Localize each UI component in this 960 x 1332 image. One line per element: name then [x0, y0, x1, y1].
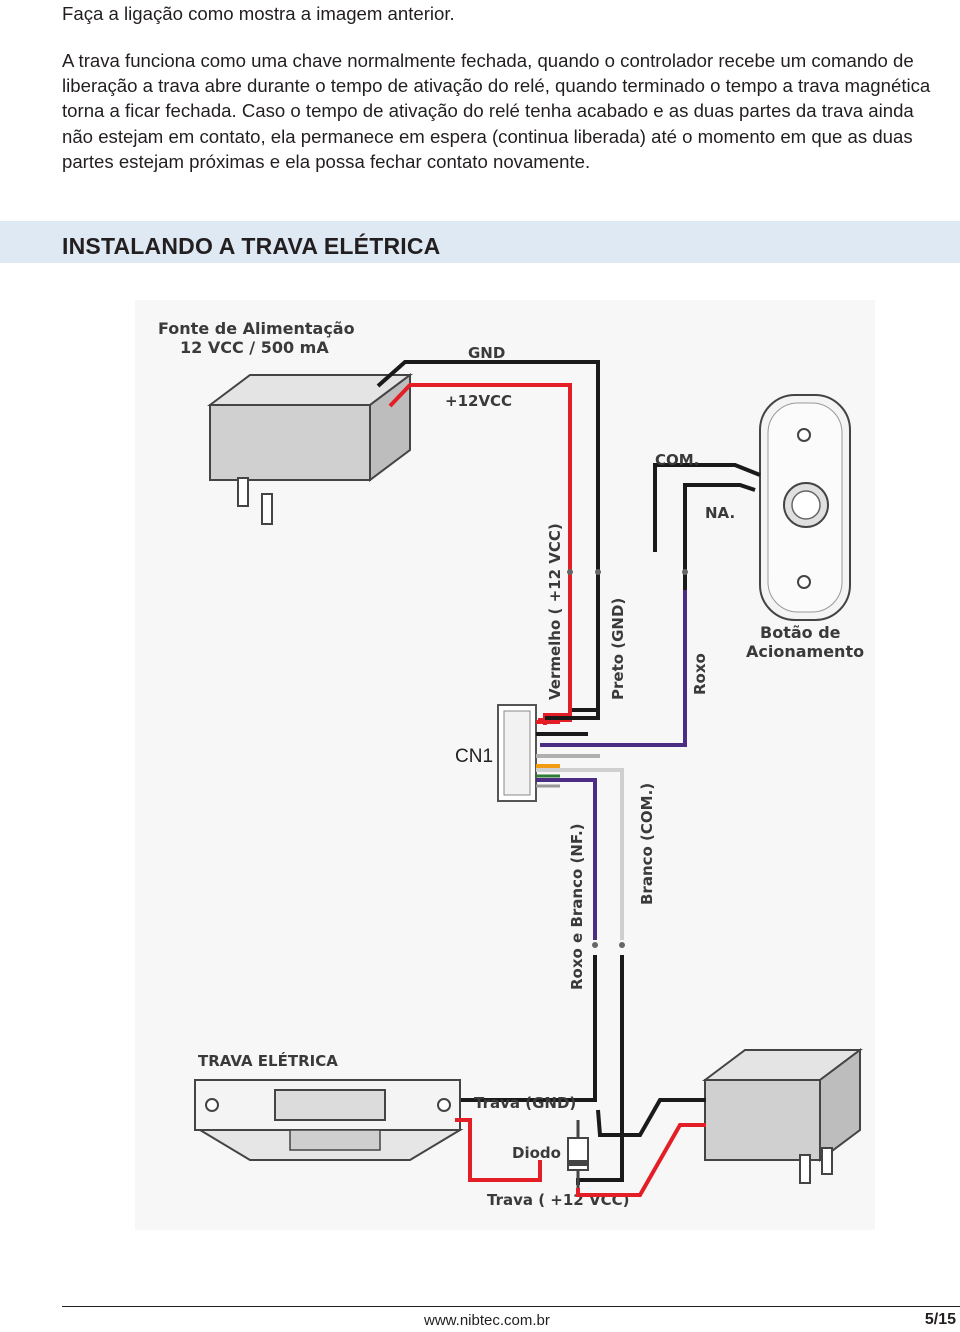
intro-paragraph: Faça a ligação como mostra a imagem ante… [62, 3, 455, 24]
button-label: Botão de [760, 623, 841, 642]
screw-icon [797, 428, 811, 442]
button-com-wire [653, 463, 761, 590]
section-title: INSTALANDO A TRAVA ELÉTRICA [62, 233, 441, 259]
white-label: Branco (COM.) [638, 783, 656, 905]
button-label-2: Acionamento [746, 642, 864, 661]
splice-dot [682, 569, 688, 575]
black-wire [545, 590, 600, 720]
supply-gnd-wire [376, 360, 600, 712]
footer-rule [62, 1306, 960, 1307]
screw-icon [437, 1098, 451, 1112]
red-wire-label: Vermelho ( +12 VCC) [546, 523, 564, 700]
description-paragraph: A trava funciona como uma chave normalme… [62, 50, 931, 172]
supply2-red-wire [576, 1123, 706, 1197]
splice-dot [595, 569, 601, 575]
vcc-label: +12VCC [445, 392, 512, 410]
plug-pin [237, 477, 249, 507]
diode [567, 1120, 589, 1188]
na-label: NA. [705, 504, 735, 522]
connector-label: CN1 [455, 746, 493, 767]
gnd-label: GND [468, 344, 505, 362]
power-supply-spec: 12 VCC / 500 mA [180, 338, 329, 357]
wiring-diagram: Fonte de Alimentação 12 VCC / 500 mA GND… [135, 300, 875, 1230]
plug-pin [261, 493, 273, 525]
purple-white-wire [536, 778, 597, 940]
purple-wire [540, 590, 687, 747]
white-wire [536, 768, 624, 940]
power-supply-top [207, 373, 413, 525]
plug-pin [821, 1147, 833, 1175]
supply2-black-wire [596, 1098, 706, 1137]
footer-url: www.nibtec.com.br [424, 1312, 550, 1329]
purple-white-label: Roxo e Branco (NF.) [568, 823, 586, 990]
purple-wire-label: Roxo [691, 653, 709, 695]
com-label: COM. [655, 451, 699, 469]
lock-red-wire [455, 1118, 542, 1182]
lock-label: TRAVA ELÉTRICA [198, 1051, 338, 1070]
screw-icon [205, 1098, 219, 1112]
plug-pin [799, 1154, 811, 1184]
black-wire-label: Preto (GND) [609, 598, 627, 700]
electric-lock [194, 1079, 464, 1161]
splice-dot [567, 569, 573, 575]
diode-label: Diodo [512, 1144, 561, 1162]
section-header-bar [0, 221, 960, 263]
power-supply-label: Fonte de Alimentação [158, 319, 355, 338]
connector-cn1 [497, 704, 537, 802]
lock-gnd-label: Trava (GND) [474, 1094, 576, 1112]
splice-dot [592, 942, 598, 948]
lock-gnd-wire [458, 955, 597, 1102]
push-button [759, 394, 851, 621]
connector-leads [536, 720, 600, 788]
power-supply-bottom [702, 1048, 863, 1184]
page-number: 5/15 [924, 1311, 956, 1328]
splice-dot [619, 942, 625, 948]
screw-icon [797, 575, 811, 589]
